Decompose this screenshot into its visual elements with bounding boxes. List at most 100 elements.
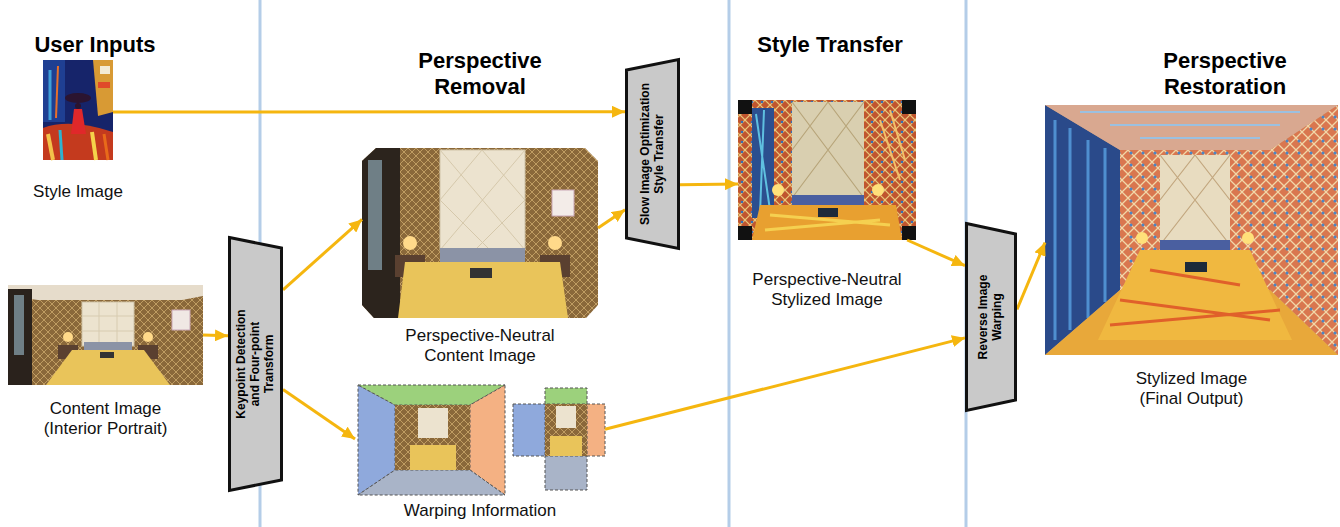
style-painting: [43, 60, 113, 160]
style-painting: [56, 66, 58, 118]
image-caption: Warping Information: [370, 501, 590, 521]
warp-map: [358, 470, 505, 495]
bedroom-photo: [8, 285, 203, 385]
warp-map: [545, 456, 587, 490]
trapezoid-outline: [967, 224, 1016, 411]
section-heading: Style Transfer: [720, 32, 940, 58]
stylized-flat-image: [792, 102, 864, 198]
stylized-flat-image: [738, 100, 916, 240]
stylized-flat-image: [752, 108, 774, 218]
flow-arrow: [113, 110, 625, 113]
stylized-room-image: [1185, 262, 1207, 272]
flow-arrow: [283, 219, 362, 289]
style-painting: [60, 130, 62, 160]
bedroom-photo: [8, 285, 203, 385]
warp-map: [545, 404, 587, 456]
style-painting: [104, 134, 108, 160]
image-caption: Content Image (Interior Portrait): [21, 399, 191, 440]
style-painting: [49, 70, 52, 120]
warp-map: [395, 405, 470, 470]
image-caption: Style Image: [3, 182, 153, 202]
style-painting: [48, 134, 53, 160]
stylized-room-image: [1160, 240, 1230, 250]
warp-map: [556, 406, 576, 428]
stylized-room-image: [1160, 155, 1230, 245]
style-painting: [98, 82, 110, 88]
stylized-room-image: [1136, 232, 1148, 244]
flattened-photo: [552, 190, 574, 216]
style-painting: [43, 60, 113, 160]
section-divider: [728, 0, 731, 527]
final-image: Stylized Image (Final Output): [1045, 105, 1338, 355]
bedroom-photo: [82, 302, 134, 346]
image-caption: Perspective-Neutral Stylized Image: [732, 270, 922, 311]
flattened-photo: [470, 268, 492, 278]
trapezoid-outline: [230, 238, 282, 491]
block-label: Keypoint Detection and Four-point Transf…: [235, 299, 276, 429]
stylized-room-image: [1110, 270, 1280, 325]
neutral-stylized-image: Perspective-Neutral Stylized Image: [738, 100, 916, 240]
warp-map: [358, 385, 605, 495]
flow-arrow: [680, 183, 738, 187]
bedroom-photo: [8, 289, 32, 385]
stylized-room-image: [1242, 232, 1254, 244]
stylized-flat-image: [818, 208, 838, 217]
flattened-photo: [403, 236, 417, 250]
bedroom-photo: [63, 332, 73, 342]
transform-block: Keypoint Detection and Four-point Transf…: [228, 236, 283, 492]
content-image: Content Image (Interior Portrait): [8, 285, 203, 385]
bedroom-photo: [14, 295, 24, 355]
flattened-photo: [362, 148, 400, 318]
bedroom-photo: [46, 350, 170, 385]
stylized-flat-image: [738, 100, 916, 240]
warping-block: Reverse Image Warping: [965, 222, 1017, 412]
stylized-room-image: [1045, 105, 1338, 355]
style-painting: [100, 66, 110, 74]
bedroom-photo: [82, 302, 134, 346]
style-painting: [92, 132, 96, 160]
style-painting: [43, 60, 65, 122]
section-heading: User Inputs: [20, 32, 170, 58]
stylized-room-image: [1045, 105, 1338, 355]
bedroom-photo: [100, 352, 114, 358]
flattened-photo: [440, 150, 525, 250]
block-label: Slow Image Optimization Style Transfer: [639, 74, 667, 234]
style-image: Style Image: [43, 60, 113, 160]
flattened-photo: [440, 150, 525, 250]
image-caption: Perspective-Neutral Content Image: [385, 326, 575, 367]
flow-arrow: [598, 210, 625, 228]
warp-map: [418, 408, 448, 438]
stylized-flat-image: [880, 110, 905, 180]
warp-map: [587, 404, 605, 456]
optimization-block: Slow Image Optimization Style Transfer: [625, 58, 680, 250]
flow-arrow: [907, 240, 965, 266]
section-heading: Perspective Removal: [405, 48, 555, 100]
flow-arrow: [605, 338, 965, 429]
flow-arrow: [1017, 243, 1045, 310]
stylized-flat-image: [902, 226, 916, 240]
flattened-photo: [362, 148, 598, 318]
stylized-flat-image: [756, 110, 770, 214]
warp-map: [545, 388, 587, 404]
stylized-flat-image: [792, 195, 864, 205]
stylized-flat-image: [738, 100, 752, 114]
block-label: Reverse Image Warping: [977, 262, 1005, 372]
trapezoid-outline: [627, 60, 679, 249]
style-painting: [75, 103, 81, 109]
flattened-photo: [362, 148, 598, 318]
flattened-photo: [398, 262, 568, 318]
stylized-flat-image: [792, 102, 864, 198]
stylized-room-image: [1098, 250, 1292, 340]
bedroom-photo: [84, 342, 132, 350]
stylized-room-image: [1160, 155, 1230, 245]
stylized-flat-image: [902, 100, 916, 114]
style-painting: [93, 60, 113, 116]
flow-arrow: [203, 334, 228, 338]
stylized-flat-image: [752, 205, 902, 240]
bedroom-photo: [8, 285, 203, 300]
warp-map: [410, 445, 456, 470]
warp-map: [513, 404, 545, 456]
flattened-photo: [548, 236, 562, 250]
bedroom-photo: [143, 332, 153, 342]
